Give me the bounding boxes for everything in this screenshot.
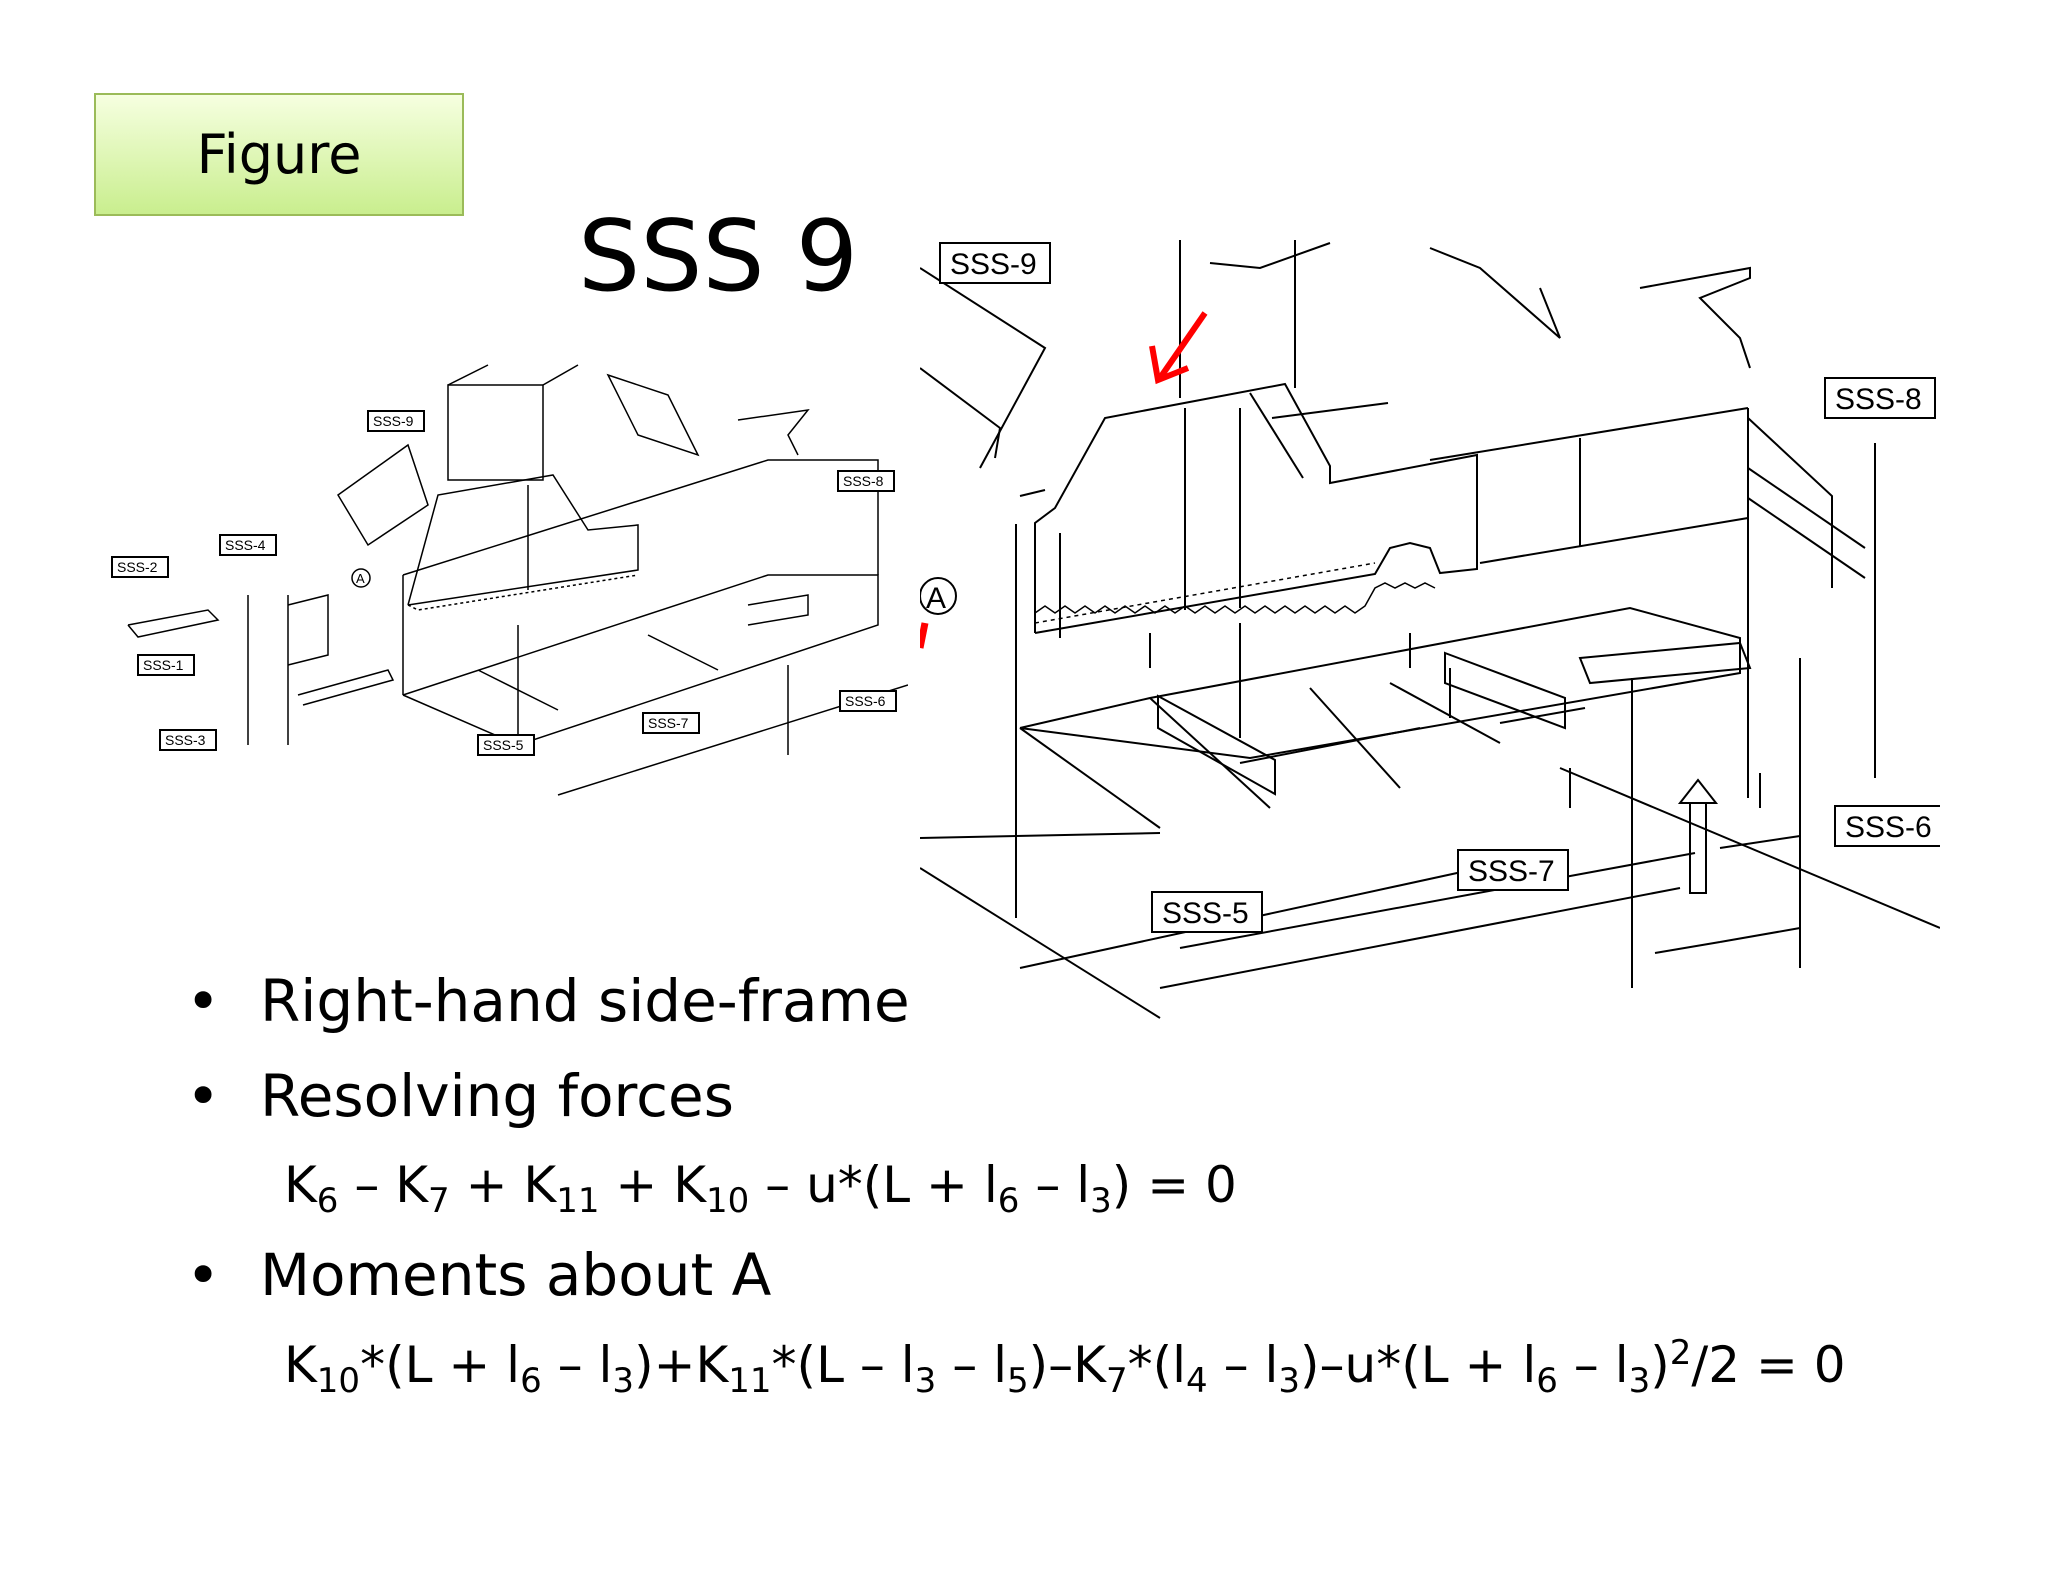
- overview-label-sss4: SSS-4: [225, 537, 266, 553]
- detail-diagram: A SSS-9 SSS-8 SSS-6 SSS-7 SSS-5: [920, 240, 1940, 1019]
- detail-label-sss8: SSS-8: [1835, 383, 1922, 416]
- detail-car-body: [1034, 382, 1478, 634]
- bullet-text: Right-hand side-frame: [260, 967, 910, 1035]
- detail-label-sss7: SSS-7: [1468, 855, 1555, 888]
- overview-label-sss8: SSS-8: [843, 473, 884, 489]
- overview-label-sss1: SSS-1: [143, 657, 184, 673]
- overview-label-sss9: SSS-9: [373, 413, 414, 429]
- overview-car-body: [407, 474, 639, 606]
- detail-label-sss9: SSS-9: [950, 248, 1037, 281]
- highlight-mark-icon: [920, 622, 929, 649]
- overview-label-sss3: SSS-3: [165, 732, 206, 748]
- overview-point-a: A: [356, 571, 365, 586]
- overview-label-sss5: SSS-5: [483, 737, 524, 753]
- bullet-text: Resolving forces: [260, 1062, 734, 1130]
- figure-tag-label: Figure: [196, 123, 362, 186]
- highlight-arrow-icon: [1149, 311, 1208, 385]
- figure-tag: Figure: [94, 93, 464, 216]
- detail-label-sss6: SSS-6: [1845, 811, 1932, 844]
- bullet-text: Moments about A: [260, 1241, 772, 1309]
- detail-label-sss5: SSS-5: [1162, 897, 1249, 930]
- overview-label-sss6: SSS-6: [845, 693, 886, 709]
- moments-equation: K10*(L + l6 – l3)+K11*(L – l3 – l5)–K7*(…: [284, 1333, 1846, 1401]
- overview-diagram: SSS-9 SSS-8 SSS-4 SSS-2 SSS-1 SSS-3 SSS-…: [111, 364, 908, 796]
- bullet-dot-icon: •: [186, 967, 221, 1035]
- bullet-dot-icon: •: [186, 1062, 221, 1130]
- resolving-equation: K6 – K7 + K11 + K10 – u*(L + l6 – l3) = …: [284, 1156, 1237, 1221]
- overview-label-sss7: SSS-7: [648, 715, 689, 731]
- overview-label-sss2: SSS-2: [117, 559, 158, 575]
- slide-title: SSS 9: [578, 200, 859, 314]
- bullet-dot-icon: •: [186, 1241, 221, 1309]
- detail-point-a: A: [926, 582, 946, 615]
